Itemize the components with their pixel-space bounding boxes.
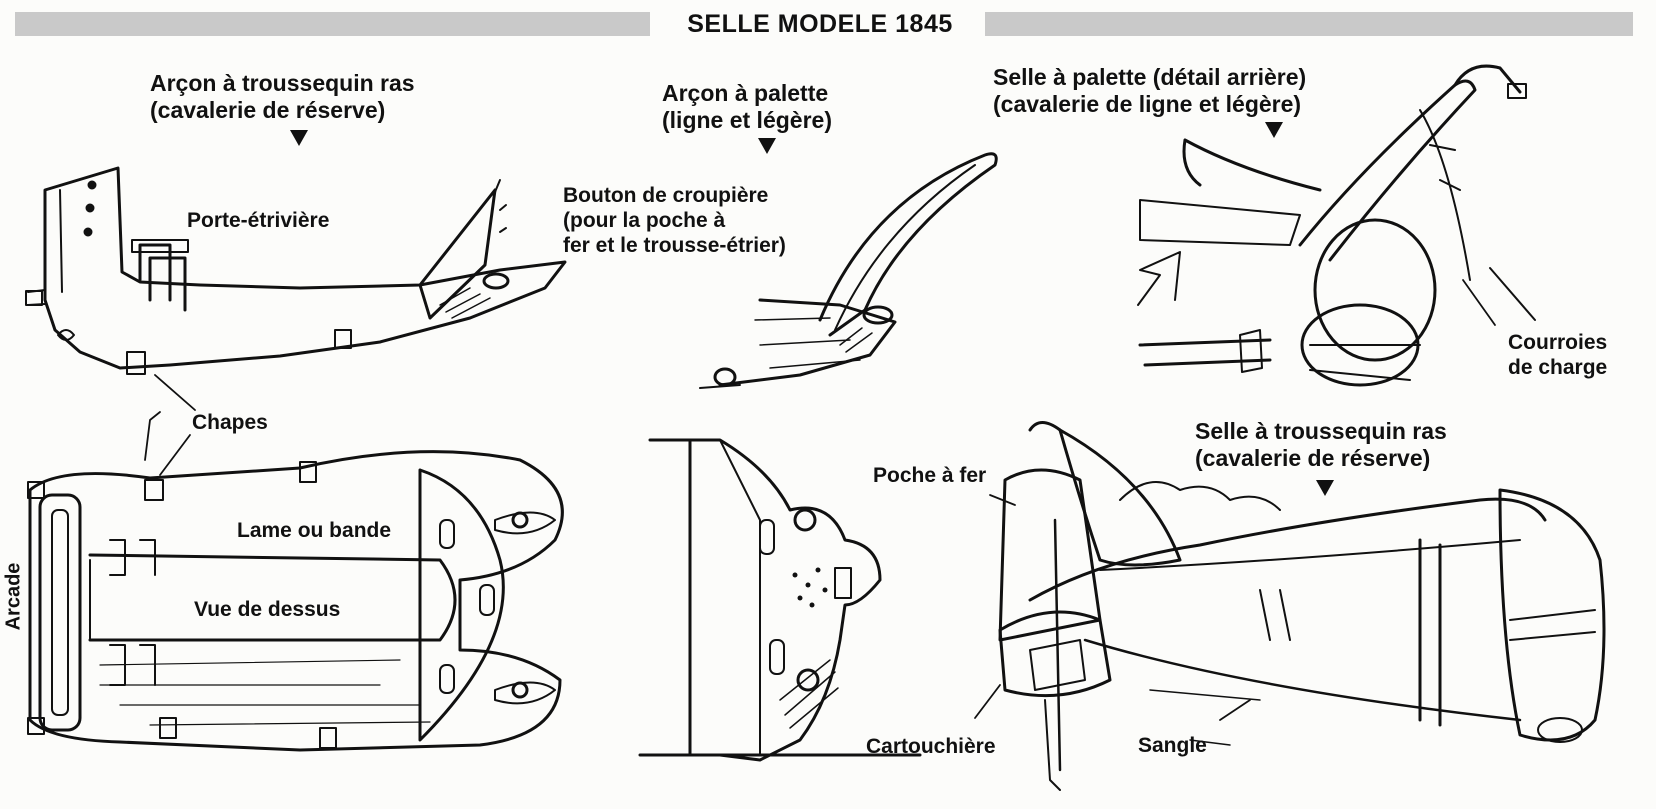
leader-lines xyxy=(144,279,1496,721)
heading-selle-ras-line1: Selle à troussequin ras xyxy=(1195,418,1447,444)
label-courroies-line1: Courroies xyxy=(1508,331,1608,354)
arcon-palette-side-drawing xyxy=(699,152,998,389)
label-bouton-line2: (pour la poche à xyxy=(563,209,726,232)
heading-arcon-palette-line1: Arçon à palette xyxy=(662,80,829,106)
heading-arcon-ras-line2: (cavalerie de réserve) xyxy=(150,97,386,123)
title-bar-left xyxy=(15,12,650,36)
selle-palette-rear-drawing xyxy=(1137,64,1536,387)
label-bouton-line1: Bouton de croupière xyxy=(563,184,769,207)
label-poche-a-fer: Poche à fer xyxy=(873,464,987,487)
marker-arcon-palette xyxy=(758,138,776,154)
heading-selle-ras: Selle à troussequin ras (cavalerie de ré… xyxy=(1195,418,1447,472)
heading-arcon-palette: Arçon à palette (ligne et légère) xyxy=(662,80,832,134)
marker-selle-palette xyxy=(1265,122,1283,138)
page-title: SELLE MODELE 1845 xyxy=(687,10,953,38)
selle-ras-full-drawing xyxy=(998,421,1606,791)
arcon-ras-side-drawing xyxy=(25,166,567,375)
marker-arcon-ras xyxy=(290,130,308,146)
heading-arcon-palette-line2: (ligne et légère) xyxy=(662,107,832,133)
heading-selle-ras-line2: (cavalerie de réserve) xyxy=(1195,445,1431,471)
label-chapes: Chapes xyxy=(192,411,268,434)
palette-detail-drawing xyxy=(638,438,922,762)
label-bouton-line3: fer et le trousse-étrier) xyxy=(563,234,786,257)
label-cartouchiere: Cartouchière xyxy=(866,735,996,758)
heading-selle-palette-line1: Selle à palette (détail arrière) xyxy=(993,64,1307,90)
label-porte-etriviere: Porte-étrivière xyxy=(187,209,330,232)
heading-selle-palette: Selle à palette (détail arrière) (cavale… xyxy=(993,64,1306,118)
heading-arcon-ras: Arçon à troussequin ras (cavalerie de ré… xyxy=(150,70,415,124)
label-courroies-line2: de charge xyxy=(1508,356,1608,379)
heading-selle-palette-line2: (cavalerie de ligne et légère) xyxy=(993,91,1302,117)
label-arcade: Arcade xyxy=(2,562,25,631)
heading-arcon-ras-line1: Arçon à troussequin ras xyxy=(150,70,415,96)
arcon-top-view-drawing xyxy=(27,450,564,752)
label-lame-ou-bande: Lame ou bande xyxy=(237,519,392,542)
label-bouton-croupiere: Bouton de croupière (pour la poche à fer… xyxy=(563,183,786,258)
marker-selle-ras xyxy=(1316,480,1334,496)
label-sangle: Sangle xyxy=(1138,734,1207,757)
label-courroies: Courroies de charge xyxy=(1508,330,1607,380)
title-bar-right xyxy=(985,12,1633,36)
label-vue-de-dessus: Vue de dessus xyxy=(194,598,341,621)
